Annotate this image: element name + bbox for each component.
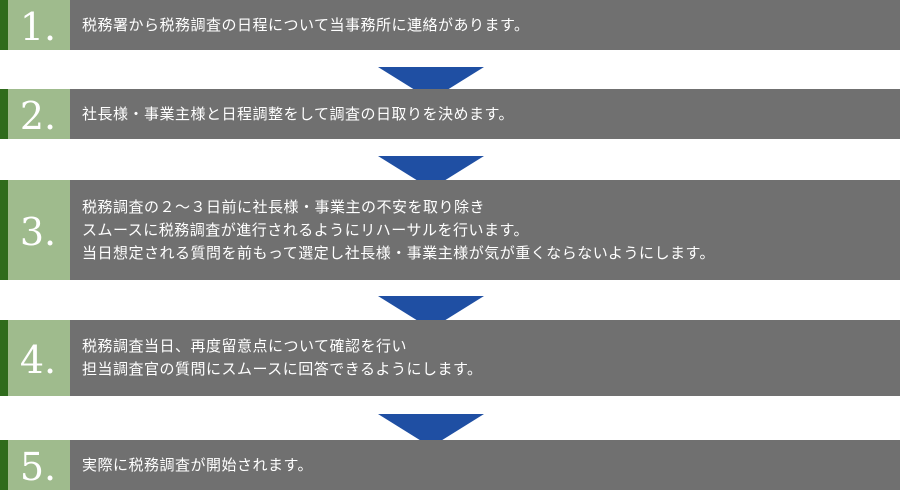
step-number-badge: 4. xyxy=(0,320,70,396)
step-4: 4. 税務調査当日、再度留意点について確認を行い 担当調査官の質問にスムースに回… xyxy=(0,320,900,396)
step-text-line: 社長様・事業主様と日程調整をして調査の日取りを決めます。 xyxy=(82,104,515,123)
step-number: 1. xyxy=(19,5,57,49)
step-text-line: 税務署から税務調査の日程について当事務所に連絡があります。 xyxy=(82,15,530,34)
step-number: 4. xyxy=(19,338,57,382)
step-5: 5. 実際に税務調査が開始されます。 xyxy=(0,440,900,490)
step-text-line: 税務調査の２～３日前に社長様・事業主の不安を取り除き xyxy=(82,197,486,216)
step-description: 社長様・事業主様と日程調整をして調査の日取りを決めます。 xyxy=(70,89,900,139)
step-text-line: 実際に税務調査が開始されます。 xyxy=(82,455,314,474)
step-text-line: 担当調査官の質問にスムースに回答できるようにします。 xyxy=(82,360,483,378)
step-description: 税務調査当日、再度留意点について確認を行い 担当調査官の質問にスムースに回答でき… xyxy=(70,320,900,396)
step-number-badge: 2. xyxy=(0,89,70,139)
step-number-badge: 1. xyxy=(0,0,70,50)
step-2: 2. 社長様・事業主様と日程調整をして調査の日取りを決めます。 xyxy=(0,89,900,139)
step-text-line: 税務調査当日、再度留意点について確認を行い xyxy=(82,337,408,355)
step-text-line: 当日想定される質問を前もって選定し社長様・事業主様が気が重くならないようにします… xyxy=(82,243,715,262)
step-3: 3. 税務調査の２～３日前に社長様・事業主の不安を取り除き スムースに税務調査が… xyxy=(0,180,900,280)
step-number: 5. xyxy=(19,445,57,489)
step-number: 3. xyxy=(19,210,57,254)
step-description: 税務署から税務調査の日程について当事務所に連絡があります。 xyxy=(70,0,900,50)
step-description: 実際に税務調査が開始されます。 xyxy=(70,440,900,490)
step-number: 2. xyxy=(19,94,57,138)
step-text-line: スムースに税務調査が進行されるようにリハーサルを行います。 xyxy=(82,220,529,239)
step-number-badge: 5. xyxy=(0,440,70,490)
step-1: 1. 税務署から税務調査の日程について当事務所に連絡があります。 xyxy=(0,0,900,50)
step-number-badge: 3. xyxy=(0,180,70,280)
step-description: 税務調査の２～３日前に社長様・事業主の不安を取り除き スムースに税務調査が進行さ… xyxy=(70,180,900,280)
